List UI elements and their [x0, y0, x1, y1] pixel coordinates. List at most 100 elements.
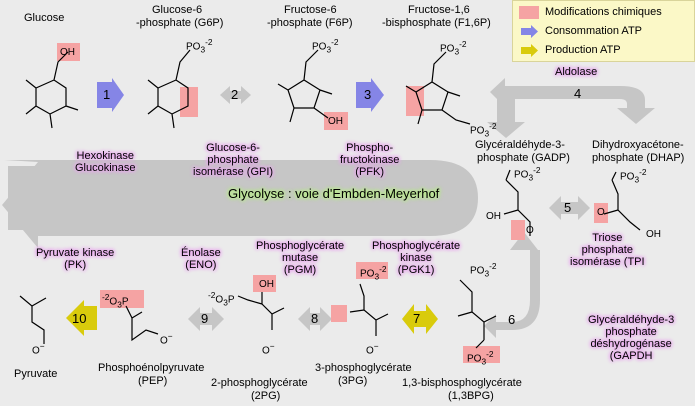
hexokinase-arrow [97, 78, 124, 112]
o-text: O [366, 345, 374, 357]
mod-highlight [180, 87, 198, 117]
po3-text: PO [470, 125, 485, 137]
mod-highlight [324, 112, 348, 130]
pg2-oh-label: OH [259, 279, 274, 290]
pgm-arrow [298, 307, 332, 331]
eno-arrow [188, 307, 224, 331]
g6p-label-line2: -phosphate (G6P) [136, 17, 224, 29]
po3-text: PO [360, 268, 375, 280]
legend-modifications-label: Modifications chimiques [545, 6, 662, 18]
pg3-structure [349, 283, 389, 336]
pep-label-line2: (PEP) [138, 375, 168, 387]
mod-highlight [511, 220, 525, 240]
legend-modifications: Modifications chimiques [519, 4, 662, 20]
step-10: 10 [72, 311, 87, 326]
legend-modification-swatch [519, 5, 539, 19]
step-5: 5 [564, 200, 572, 215]
enzyme-line: (PK) [64, 259, 87, 271]
enzyme-line: déshydrogénase [590, 338, 672, 350]
enzyme-line: Énolase [181, 247, 221, 259]
enzyme-line: Phospho- [346, 142, 394, 154]
enzyme-line: Hexokinase [76, 150, 135, 162]
enzyme-line: phosphate [581, 244, 633, 256]
pfk-label: Phospho- fructokinase (PFK) [340, 142, 399, 178]
mod-highlight [100, 290, 144, 308]
o-text: O [32, 345, 40, 357]
po3-text: PO [440, 43, 455, 55]
g6p-structure [147, 49, 191, 129]
mod-highlight [406, 86, 424, 116]
mod-highlight [594, 203, 608, 223]
pyruvate-kinase-label: Pyruvate kinase (PK) [36, 247, 114, 271]
po3-text: PO [470, 265, 485, 277]
mod-highlight [356, 262, 388, 279]
minus-sign: − [269, 341, 275, 351]
mod-highlight [463, 346, 500, 363]
step-1: 1 [103, 87, 111, 102]
bpg-structure [457, 279, 497, 349]
dhap-o-label: O [597, 207, 605, 218]
minus-sign: − [167, 331, 173, 341]
enzyme-line: isomérase (TPI [570, 256, 645, 268]
enzyme-line: phosphate [207, 154, 259, 166]
step-8: 8 [311, 311, 319, 326]
pg2-label-line1: 2-phosphoglycérate [211, 377, 308, 389]
hexokinase-label: Hexokinase Glucokinase [75, 150, 136, 174]
glucose-oh-label: OH [60, 47, 75, 58]
enzyme-line: fructokinase [340, 154, 400, 166]
step-4: 4 [574, 86, 582, 101]
po3-superscript: -2 [379, 264, 387, 274]
enzyme-line: Pyruvate kinase [36, 247, 115, 259]
po3-text: PO [186, 41, 201, 53]
o3p-superscript: -2 [102, 292, 110, 302]
enzyme-line: phosphate [605, 326, 657, 338]
po3-superscript: -2 [489, 121, 497, 131]
pg2-phosphate: -2O3P [208, 289, 235, 309]
o3p-text: O [215, 294, 224, 306]
o-text: O [160, 335, 168, 347]
enzyme-line: (GAPDH [609, 350, 653, 362]
gadp-structure [503, 169, 531, 236]
pfk-arrow [356, 78, 384, 112]
po3-superscript: -2 [459, 39, 467, 49]
gadp-oh-label: OH [486, 211, 501, 222]
legend-consumption-label: Consommation ATP [545, 25, 643, 37]
f16p-structure [405, 51, 471, 125]
po3-subscript: 3 [484, 268, 490, 279]
po3-subscript: 3 [374, 271, 380, 282]
po3-text: PO [514, 169, 529, 181]
pg3-phosphate: PO3-2 [360, 263, 387, 283]
po3-subscript: 3 [481, 356, 487, 367]
po3-subscript: 3 [634, 174, 640, 185]
step-7: 7 [413, 311, 421, 326]
bpg-label-line1: 1,3-bisphosphoglycérate [402, 377, 522, 389]
pgk-label: Phosphoglycérate kinase (PGK1) [372, 240, 460, 276]
enolase-label: Énolase (ENO) [181, 247, 221, 271]
minus-sign: − [373, 341, 379, 351]
pg3-label-line2: (3PG) [338, 375, 368, 387]
step-6: 6 [508, 312, 516, 327]
mod-highlight [253, 275, 276, 292]
pathway-title: Glycolyse : voie d'Embden-Meyerhof [228, 186, 440, 201]
minus-sign: − [39, 341, 45, 351]
enzyme-line: Phosphoglycérate [372, 240, 461, 252]
po3-superscript: -2 [331, 37, 339, 47]
step-3: 3 [364, 87, 372, 102]
po3-text: PO [620, 171, 635, 183]
glucose-label: Glucose [24, 12, 65, 24]
po3-superscript: -2 [639, 167, 647, 177]
f16p-phosphate-1: PO3-2 [470, 120, 497, 140]
enzyme-line: Glycéraldéhyde-3 [588, 314, 675, 326]
o3p-subscript: 3 [223, 297, 228, 308]
f6p-phosphate: PO3-2 [312, 36, 339, 56]
o3p-subscript: 3 [117, 299, 122, 310]
enzyme-line: Triose [592, 232, 623, 244]
gadp-phosphate: PO3-2 [514, 164, 541, 184]
o3p-p: P [227, 294, 235, 306]
f16p-label-line2: -bisphosphate (F1,6P) [382, 17, 491, 29]
glucose-structure [25, 51, 79, 129]
pg2-structure [237, 292, 285, 330]
enzyme-line: (PGM) [283, 264, 317, 276]
